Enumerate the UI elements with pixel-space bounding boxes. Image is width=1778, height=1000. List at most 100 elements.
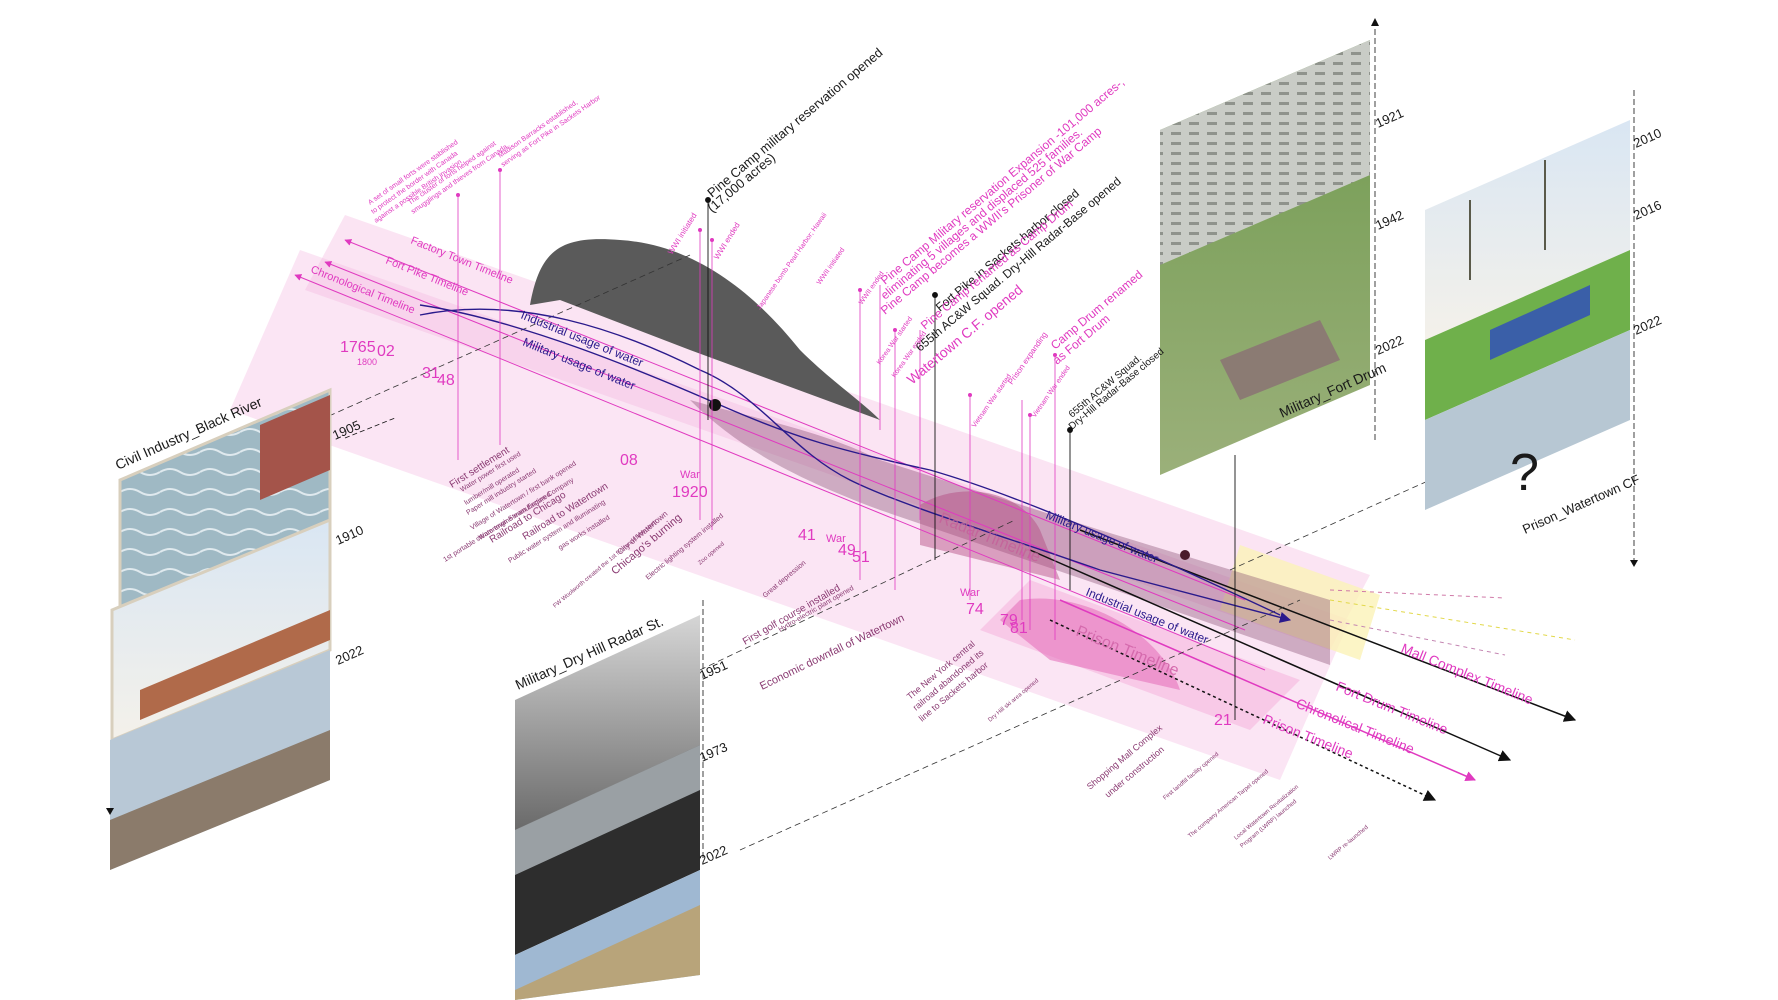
fort-drum-renamed-1: Camp Drum renamed — [1048, 267, 1145, 352]
prison-expanding: Prison expanding — [1006, 330, 1049, 386]
photo-panel-fort-drum: Military_Fort Drum 1921 1942 2022 — [1160, 18, 1406, 475]
black-river-year-2022: 2022 — [333, 642, 366, 667]
dot — [968, 393, 972, 397]
guide-dashed-1 — [319, 254, 691, 421]
timeline-axes — [294, 239, 1577, 851]
node — [1067, 427, 1073, 433]
fort-drum-photo-1921 — [1160, 40, 1370, 265]
black-river-year-1910: 1910 — [333, 522, 366, 547]
watertown-question-mark: ? — [1510, 444, 1539, 502]
year-51: 51 — [852, 549, 870, 566]
military-water-node — [709, 399, 721, 411]
yellow-dashed-arrow — [1329, 599, 1576, 641]
node — [932, 292, 938, 298]
fort-drum-year-2022: 2022 — [1373, 332, 1406, 357]
year-1800: 1800 — [357, 357, 377, 367]
fort-drum-year-1942: 1942 — [1373, 207, 1406, 232]
madison-line-1: Madison Barracks established, — [497, 99, 579, 159]
fort-drum-buildings — [1220, 320, 1340, 400]
radar-closed-2: Dry-Hill Radar-Base closed — [1067, 346, 1166, 432]
dot — [498, 168, 502, 172]
radar-closed-1: 655th AC&W Squad. — [1067, 353, 1144, 420]
guide-dashed-3 — [739, 599, 1301, 851]
dry-hill-year-1951: 1951 — [697, 657, 730, 682]
black-river-factory — [140, 610, 330, 720]
guide-dashed-2 — [699, 519, 1016, 671]
year-48: 48 — [437, 372, 455, 389]
lwrp-relaunched: LWRP re-launched — [1327, 825, 1369, 862]
year-81: 81 — [1010, 620, 1028, 637]
photo-panel-black-river: Civil Industry_Black River 1905 1910 202… — [106, 387, 396, 870]
event-leader-lines — [457, 170, 1056, 640]
dot — [1028, 413, 1032, 417]
watertown-arrow-down — [1630, 560, 1638, 567]
pine-camp-opened: Pine Camp military reservation opened — [704, 45, 885, 200]
watertown-building-2016 — [1490, 285, 1590, 360]
mall-complex-timeline-label: Mall Complex Timeline — [1399, 640, 1536, 708]
dot — [698, 228, 702, 232]
wwi-ended: WWI ended — [712, 221, 742, 261]
dot — [893, 328, 897, 332]
dot — [1053, 353, 1057, 357]
dry-hill-photo-1973-sky — [515, 745, 700, 875]
mall-plane — [1220, 545, 1380, 660]
chronological-axis — [294, 274, 1266, 671]
watertown-year-2022: 2022 — [1631, 312, 1664, 337]
year-08: 08 — [620, 452, 638, 469]
industrial-water-line — [419, 308, 1292, 623]
watertown-photo-2022 — [1425, 330, 1630, 510]
year-31: 31 — [422, 365, 440, 382]
landfill-opened: First landfill facility opened — [1162, 752, 1220, 802]
year-02: 02 — [377, 343, 395, 360]
vietnam-ended: Vietnam War ended — [1031, 365, 1072, 419]
year-1920: 1920 — [672, 484, 708, 501]
year-1765: 1765 — [340, 339, 376, 356]
military-volume — [690, 400, 1330, 665]
year-41: 41 — [798, 527, 816, 544]
factory-axis — [344, 239, 1246, 601]
fort-drum-year-1921: 1921 — [1373, 105, 1406, 130]
watertown-photo-2010 — [1425, 120, 1630, 340]
node — [705, 197, 711, 203]
black-river-rocks — [110, 730, 330, 870]
photo-panel-watertown-cf: ? Prison_Watertown CF 2010 2016 2022 — [1425, 90, 1664, 567]
factory-plane — [305, 215, 1370, 650]
wwii-initiated: WWII initiated — [816, 247, 847, 286]
year-79: 79 — [1000, 612, 1018, 629]
prison-axis-arrow — [1049, 619, 1437, 801]
year-numbers: 1765 1800 02 31 48 08 War 1920 41 War 49… — [340, 339, 1232, 729]
pearl-harbor: Japanese bomb Pearl Harbor; Hawaii — [756, 211, 829, 311]
dry-hill-photo-2022-ground — [515, 905, 700, 1000]
madison-line-2: serving as Fort Pike in Sackets Harbor — [500, 94, 602, 169]
dot — [858, 288, 862, 292]
year-war-a: War — [680, 469, 700, 481]
fort-pike-axis — [324, 261, 1246, 631]
fort-drum-node — [1180, 550, 1190, 560]
fort-drum-axis-arrow — [1029, 549, 1512, 762]
year-war-b: War — [826, 533, 846, 545]
water-lines — [419, 304, 1292, 623]
fort-drum-arrow-up — [1371, 18, 1379, 26]
dot — [710, 238, 714, 242]
year-74: 74 — [966, 601, 984, 618]
mauve-dashed-arrow — [1329, 619, 1506, 656]
military-landform-dark — [530, 239, 880, 420]
pink-dashed-arrow — [1329, 589, 1506, 599]
dry-hill-year-2022: 2022 — [697, 842, 730, 867]
year-war-c: War — [960, 587, 980, 599]
year-21: 21 — [1214, 712, 1232, 729]
wwi-initiated: WWI initiated — [666, 211, 699, 256]
year-49: 49 — [838, 542, 856, 559]
guide-dashed-4 — [1229, 479, 1431, 571]
black-river-building — [260, 395, 330, 500]
dry-hill-year-1973: 1973 — [697, 739, 730, 764]
black-river-arrow-down — [106, 808, 114, 815]
dry-hill-photo-1951 — [515, 615, 700, 830]
event-dots — [456, 168, 1057, 417]
watertown-year-2010: 2010 — [1631, 125, 1664, 150]
photo-panel-dry-hill: Military_Dry Hill Radar St. 1951 1973 20… — [513, 600, 730, 1000]
black-river-tick-line — [344, 417, 396, 439]
mall-axis-arrow — [1079, 529, 1577, 722]
event-leader-lines-black — [705, 197, 1236, 720]
